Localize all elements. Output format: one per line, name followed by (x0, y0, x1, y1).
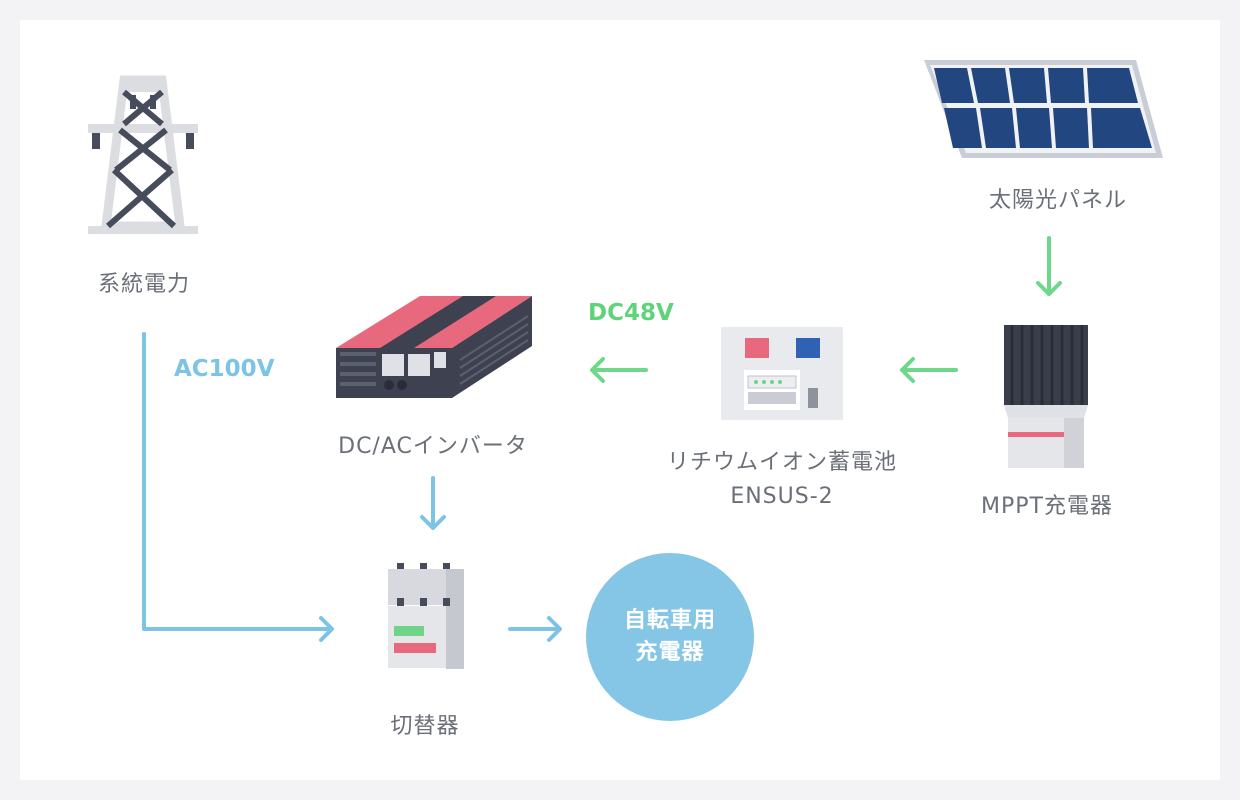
ac-flow-arrows (142, 332, 562, 642)
switch-to-charger-arrow (508, 616, 562, 642)
power-grid-label: 系統電力 (97, 272, 190, 297)
inverter-to-switch-arrow (420, 476, 446, 530)
battery-cabinet-icon (721, 327, 843, 420)
ac-voltage-label: AC100V (174, 356, 275, 382)
switch-icon (388, 563, 464, 669)
switch-label: 切替器 (390, 714, 460, 739)
battery-to-inverter-arrow (590, 357, 648, 383)
mppt-charger-icon (1004, 325, 1088, 468)
bike-charger-node: 自転車用 充電器 (586, 553, 754, 721)
solar-panel-label: 太陽光パネル (988, 188, 1127, 213)
battery-label: リチウムイオン蓄電池 (666, 450, 897, 475)
grid-to-switch-line (142, 332, 334, 642)
bike-charger-line2: 充電器 (635, 640, 705, 665)
inverter-label: DC/ACインバータ (338, 434, 528, 459)
mppt-to-battery-arrow (900, 357, 958, 383)
dc-voltage-label: DC48V (588, 300, 674, 326)
solar-panel-icon (924, 60, 1163, 158)
inverter-icon (336, 296, 532, 398)
battery-model-label: ENSUS-2 (730, 484, 834, 509)
mppt-charger-label: MPPT充電器 (981, 494, 1113, 519)
dc-flow-arrows (590, 236, 1062, 383)
transmission-tower-icon (88, 75, 198, 234)
bike-charger-line1: 自転車用 (623, 608, 716, 633)
solar-to-mppt-arrow (1036, 236, 1062, 296)
